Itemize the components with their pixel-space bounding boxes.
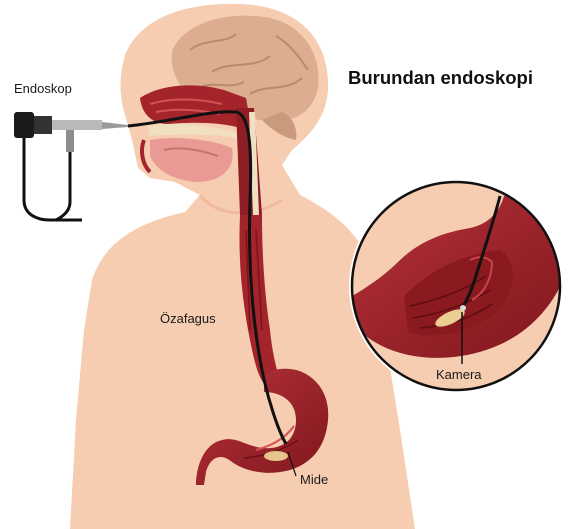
stomach-label: Mide (300, 472, 328, 487)
endoscope-label: Endoskop (14, 81, 72, 96)
endoscope-handle (14, 112, 128, 220)
esophagus-label: Özafagus (160, 311, 216, 326)
camera-label: Kamera (436, 367, 482, 382)
diagram-title: Burundan endoskopi (348, 67, 533, 89)
